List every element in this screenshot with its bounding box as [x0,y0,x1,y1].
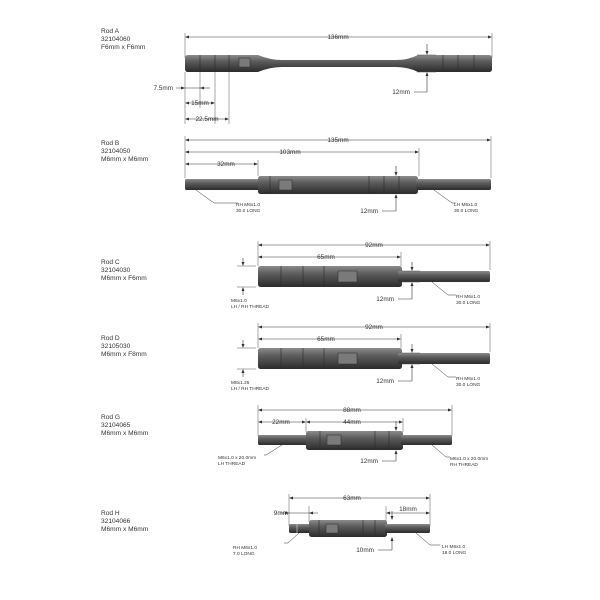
rod-c-note-right-1: RH M6x1.0 [456,294,480,300]
rod-b-note-right-2: 30.0 LONG [454,208,479,214]
rod-c-note-right-2: 30.0 LONG [456,300,481,306]
rod-b-part: 32104050 [101,148,131,156]
rod-a-overall-dim: 136mm [327,34,348,41]
rod-c-drawing: 92mm 65mm M6x1.0 LH / RH THREAD [231,241,491,310]
rod-g-note-right-2: RH THREAD [450,462,478,468]
rod-b-dim-2: 32mm [217,161,235,168]
rod-h-left-thread [289,524,311,533]
rod-h-name: Rod H [101,510,120,517]
rod-d-note-right-2: 30.0 LONG [456,382,481,388]
rod-h-dim-1: 9mm [274,510,288,517]
rod-h-spec: M6mm x M6mm [101,526,149,534]
rod-d-name: Rod D [101,335,120,342]
rod-g-label: Rod G 32104065 M6mm x M6mm [101,414,148,439]
rod-a-dim-1: 7.5mm [153,85,173,92]
rod-a-dim-3: 22.5mm [195,116,218,123]
rod-d-part: 32105030 [101,343,131,351]
rod-g-part: 32104065 [101,422,131,430]
rod-c-spec: M6mm x F6mm [101,275,147,283]
rod-g-right-thread [401,435,452,445]
rod-b-note-left-2: 30.0 LONG [236,208,261,214]
rod-c-overall-dim: 92mm [365,242,383,249]
rod-h-note-left-1: RH M6x1.0 [233,545,257,551]
rod-c-note-left-2: LH / RH THREAD [231,304,270,310]
rod-h-right-thread [385,524,430,533]
rod-g-note-left-1: M6x1.0 x 20.0mm [218,455,256,461]
rod-g-drawing: 88mm 22mm 44mm [218,405,488,468]
rod-c-body [258,266,402,287]
rod-c-dim-1: 65mm [317,254,335,261]
rod-b-dia-dim: 12mm [360,208,378,215]
rod-c-part: 32104030 [101,267,131,275]
rod-c-name: Rod C [101,259,120,266]
rod-b-spec: M6mm x M6mm [101,156,149,164]
rod-a-dim-2: 15mm [191,100,209,107]
rod-h-note-right-1: LH M6x1.0 [442,544,466,550]
rod-g-dim-1: 22mm [272,419,290,426]
rod-d-drawing: 92mm 65mm M8x1.25 LH / RH THREAD [231,323,491,392]
rod-g-note-left-2: LH THREAD [218,461,246,467]
rod-d-dia-dim: 12mm [376,378,394,385]
rod-a-dia-dim: 12mm [392,89,410,96]
rod-a-body [185,55,492,72]
rod-h-label: Rod H 32104066 M6mm x M6mm [101,510,148,535]
rod-g-name: Rod G [101,414,121,421]
rod-d-thread [398,353,490,364]
rod-b-note-left-1: RH M6x1.0 [236,202,260,208]
rod-d-dim-1: 65mm [317,336,335,343]
rod-h-note-right-2: 18.0 LONG [442,550,467,556]
rod-g-left-thread [258,435,308,445]
rod-h-dia-dim: 10mm [356,547,374,554]
rod-b-overall-dim: 135mm [327,137,348,144]
rod-h-drawing: 63mm 9mm 18mm [233,494,467,557]
rod-d-spec: M6mm x F8mm [101,351,147,359]
rod-g-dim-2: 44mm [343,419,361,426]
rod-b-note-right-1: LH M6x1.0 [454,202,478,208]
rod-b-name: Rod B [101,140,120,147]
rod-h-overall-dim: 63mm [343,495,361,502]
rod-b-dim-1: 103mm [279,149,300,156]
rod-g-overall-dim: 88mm [343,407,361,414]
rod-a-label: Rod A 32104060 F6mm x F6mm [101,28,145,53]
rod-d-note-left-2: LH / RH THREAD [231,386,270,392]
rod-b-body [258,176,418,194]
rod-d-overall-dim: 92mm [365,324,383,331]
rod-c-thread [398,271,490,282]
rod-c-label: Rod C 32104030 M6mm x F6mm [101,259,147,284]
rod-h-part: 32104066 [101,518,131,526]
rod-d-label: Rod D 32105030 M6mm x F8mm [101,335,147,360]
rod-a-part: 32104060 [101,36,131,44]
rod-d-note-left-1: M8x1.25 [231,380,250,386]
rod-h-dim-2: 18mm [399,506,417,513]
rod-d-note-right-1: RH M6x1.0 [456,376,480,382]
rod-b-left-thread [185,179,260,190]
rod-g-body [306,431,403,450]
rod-b-drawing: 135mm 103mm 32mm [184,136,492,215]
rod-a-spec: F6mm x F6mm [101,44,146,52]
rod-h-note-left-2: 7.0 LONG [233,551,255,557]
rod-c-dia-dim: 12mm [376,296,394,303]
rod-g-dia-dim: 12mm [360,458,378,465]
rod-g-note-right-1: M6x1.0 x 20.0mm [450,456,488,462]
rod-c-note-left-1: M6x1.0 [231,298,247,304]
rod-b-right-thread [416,179,491,190]
rod-g-spec: M6mm x M6mm [101,430,149,438]
rod-a-drawing: 136mm 7.5mm 15mm [153,33,493,124]
rod-a-name: Rod A [101,28,119,35]
rod-d-body [258,348,402,369]
rod-b-label: Rod B 32104050 M6mm x M6mm [101,140,148,165]
